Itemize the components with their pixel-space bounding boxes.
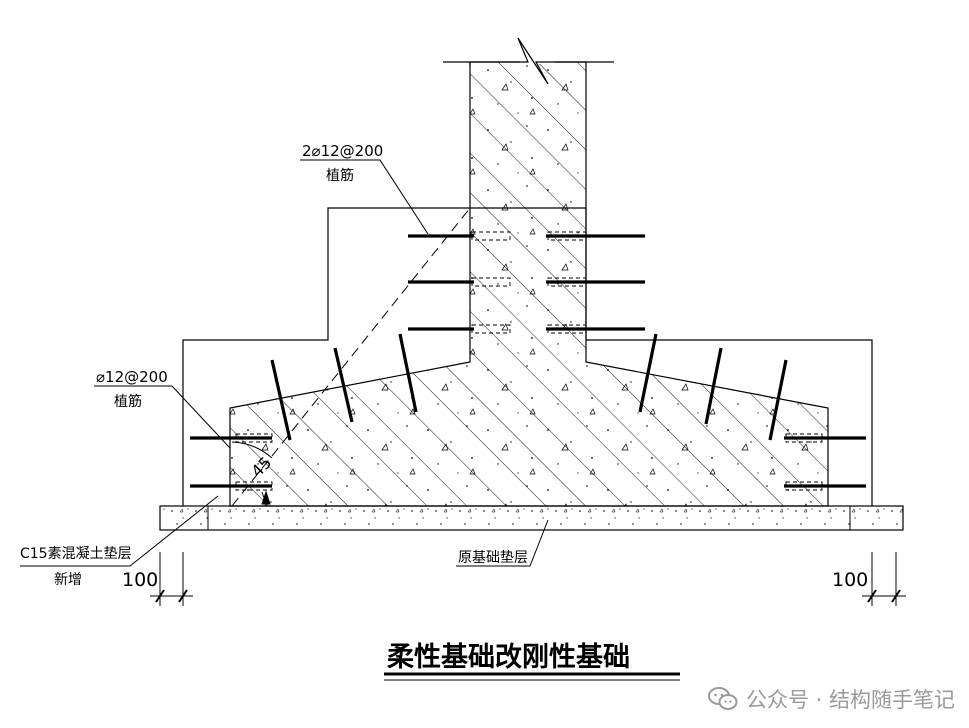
- cushion-layer: [159, 505, 904, 531]
- watermark-text: 公众号 · 结构随手笔记: [745, 688, 955, 712]
- dimension-left-label: 100: [122, 569, 158, 591]
- angle-mark: [231, 441, 273, 505]
- wechat-icon: [707, 687, 738, 710]
- new-foundation-outline: [182, 207, 873, 506]
- original-foundation: [229, 61, 829, 507]
- lower-rebar-spec: ⌀12@200: [96, 368, 168, 386]
- leader-lines: [20, 159, 549, 567]
- column-break-line: [443, 30, 614, 85]
- original-cushion-label: 原基础垫层: [458, 549, 528, 566]
- cushion-spec: C15素混凝土垫层: [20, 546, 132, 562]
- side-rebar-dashed-ends: [235, 433, 823, 491]
- inclined-rebars: [270, 333, 788, 441]
- drawing-title: 柔性基础改刚性基础: [387, 642, 630, 673]
- lower-rebar-note: 植筋: [114, 393, 142, 410]
- column-rebar-dashed-ends: [471, 231, 587, 334]
- upper-rebar-note: 植筋: [326, 167, 354, 184]
- dimension-right-label: 100: [832, 569, 868, 591]
- upper-rebar-spec: 2⌀12@200: [302, 142, 383, 160]
- side-rebars: [190, 436, 866, 488]
- column-rebars: [408, 234, 645, 331]
- dimension-left: [150, 552, 193, 606]
- watermark: 公众号 · 结构随手笔记: [707, 684, 955, 714]
- cushion-note: 新增: [54, 572, 82, 588]
- dimension-right: [862, 552, 906, 606]
